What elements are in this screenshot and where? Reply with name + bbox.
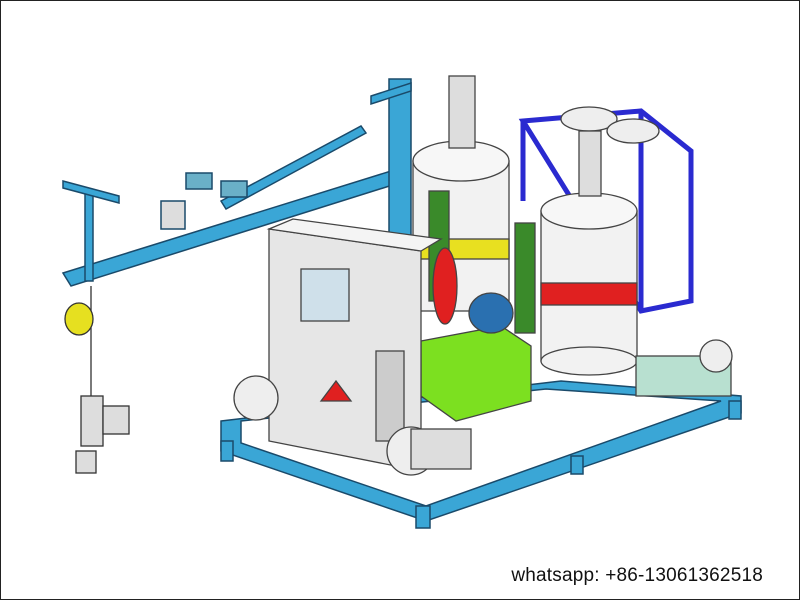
motor (233, 375, 279, 421)
tank-a (412, 75, 510, 312)
whatsapp-contact-caption: whatsapp: +86-13061362518 (511, 565, 763, 586)
filter-b (514, 222, 536, 334)
control-cabinet (266, 218, 443, 472)
mixing-head (64, 286, 130, 474)
tank-b (540, 130, 638, 376)
boom-arm (61, 78, 412, 290)
